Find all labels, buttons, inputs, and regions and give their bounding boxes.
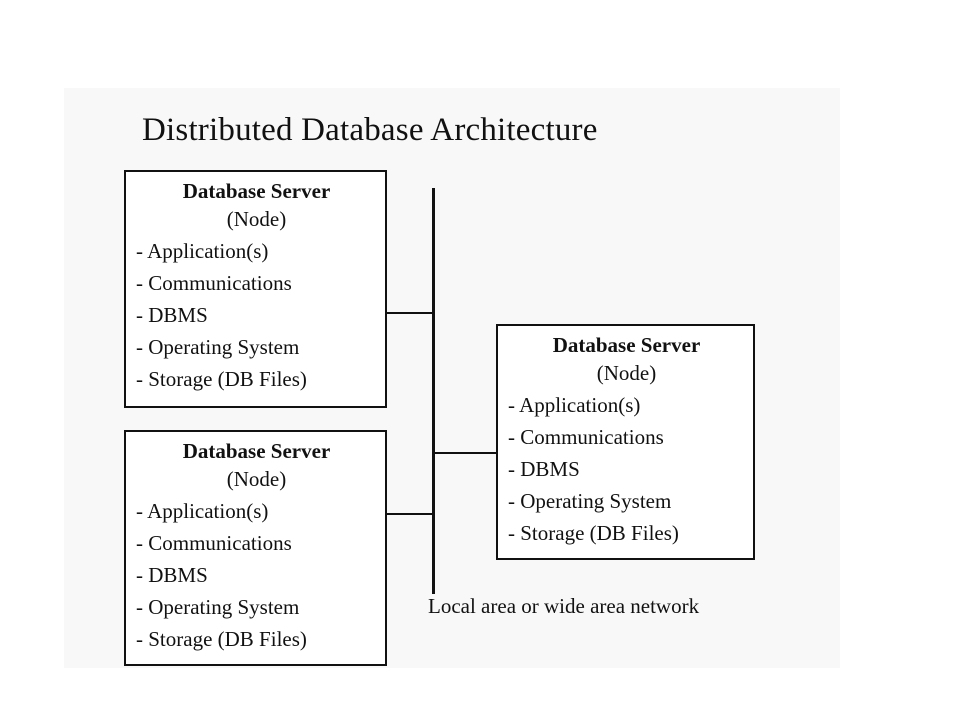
connector-right-node [433, 452, 497, 454]
diagram-title: Distributed Database Architecture [142, 112, 598, 148]
network-label: Local area or wide area network [428, 594, 700, 618]
database-server-node-right: Database Server (Node) - Application(s) … [496, 324, 755, 560]
list-item: - Application(s) [508, 393, 641, 417]
node-component-list: - Application(s) - Communications - DBMS… [508, 389, 745, 549]
node-heading: Database Server [182, 439, 331, 463]
list-item: - Storage (DB Files) [136, 367, 307, 391]
list-item: - Communications [136, 271, 292, 295]
list-item: - DBMS [136, 563, 208, 587]
connector-top-left-node [385, 312, 434, 314]
node-subheading: (Node) [226, 207, 287, 231]
list-item: - DBMS [136, 303, 208, 327]
list-item: - Operating System [136, 595, 300, 619]
list-item: - Application(s) [136, 499, 269, 523]
node-heading: Database Server [182, 179, 331, 203]
node-component-list: - Application(s) - Communications - DBMS… [136, 495, 377, 655]
list-item: - Storage (DB Files) [136, 627, 307, 651]
database-server-node-bottom-left: Database Server (Node) - Application(s) … [124, 430, 387, 666]
node-subheading: (Node) [596, 361, 657, 385]
list-item: - Communications [508, 425, 664, 449]
database-server-node-top-left: Database Server (Node) - Application(s) … [124, 170, 387, 408]
list-item: - Operating System [508, 489, 672, 513]
node-heading: Database Server [552, 333, 701, 357]
list-item: - Storage (DB Files) [508, 521, 679, 545]
node-subheading: (Node) [226, 467, 287, 491]
connector-bottom-left-node [385, 513, 434, 515]
list-item: - DBMS [508, 457, 580, 481]
list-item: - Operating System [136, 335, 300, 359]
node-component-list: - Application(s) - Communications - DBMS… [136, 235, 377, 395]
list-item: - Communications [136, 531, 292, 555]
list-item: - Application(s) [136, 239, 269, 263]
network-backbone-line [432, 188, 435, 594]
